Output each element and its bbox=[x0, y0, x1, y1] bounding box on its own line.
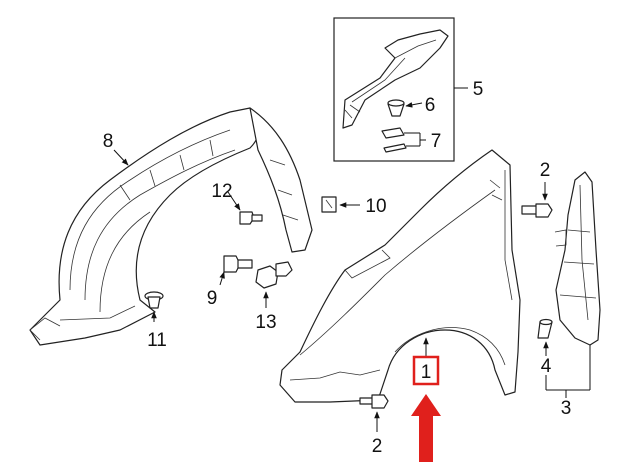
callout-8: 8 bbox=[103, 131, 114, 152]
callout-7: 7 bbox=[431, 131, 442, 152]
callout-13: 13 bbox=[255, 312, 276, 333]
callout-3: 3 bbox=[561, 398, 572, 419]
callout-9: 9 bbox=[207, 288, 218, 309]
front-fender-part-1 bbox=[279, 149, 521, 403]
leader-lines bbox=[113, 87, 591, 432]
callout-2-lower: 2 bbox=[372, 436, 383, 457]
highlight-callout bbox=[411, 355, 441, 462]
callout-6: 6 bbox=[425, 95, 436, 116]
nut-part-10 bbox=[321, 196, 337, 213]
clip-part-4 bbox=[537, 318, 553, 339]
callout-1: 1 bbox=[421, 362, 432, 383]
fender-bracket-part-3 bbox=[554, 171, 601, 346]
screw-part-12 bbox=[239, 211, 263, 225]
callout-2-upper: 2 bbox=[540, 160, 551, 181]
highlight-arrow bbox=[411, 394, 441, 462]
callout-labels: 1 2 2 3 4 5 6 7 8 9 10 11 12 13 bbox=[103, 79, 572, 457]
grommet-part-13 bbox=[255, 261, 293, 289]
callout-12: 12 bbox=[211, 181, 232, 202]
bolt-part-2-lower bbox=[359, 394, 389, 409]
highlight-box bbox=[412, 355, 440, 386]
callout-10: 10 bbox=[365, 196, 386, 217]
bracket-assembly-box-5 bbox=[333, 17, 455, 162]
callout-4: 4 bbox=[541, 356, 552, 377]
callout-5: 5 bbox=[473, 79, 484, 100]
callout-11: 11 bbox=[147, 330, 167, 351]
clip-part-11 bbox=[144, 291, 164, 309]
screw-part-9 bbox=[223, 255, 253, 273]
fender-liner-part-8 bbox=[29, 107, 313, 346]
bolt-part-2-upper bbox=[521, 203, 553, 218]
